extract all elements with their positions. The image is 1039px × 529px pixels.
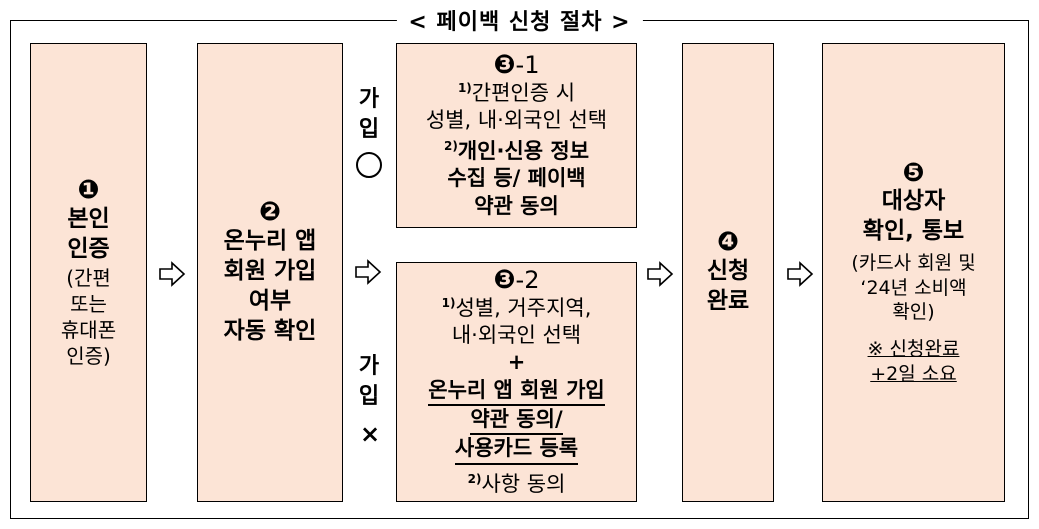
step-1-note-line2: 또는 [70, 291, 107, 316]
step-3-1-note1-line1: 간편인증 시 [471, 80, 576, 105]
step-5-note-line2: ‘24년 소비액 [860, 276, 967, 299]
step-5-remark-line1: ※ 신청완료 [867, 338, 960, 361]
step-3-2-suffix: -2 [515, 266, 540, 295]
step-2-line4: 자동 확인 [223, 317, 317, 344]
step-3-2-ul-line2: 약관 동의/ [470, 406, 563, 436]
step-4-line2: 완료 [706, 287, 750, 314]
step-5-line2: 확인, 통보 [862, 218, 965, 245]
branch-yes-label: 가 입 [354, 85, 384, 145]
branch-no-label: 가 입 [354, 352, 384, 412]
circle-mark-icon [356, 152, 382, 178]
step-5-note-line3: 확인) [892, 301, 935, 324]
step-1-number: ❶ [77, 175, 100, 206]
step-4-box: ❹ 신청 완료 [682, 43, 774, 502]
step-5-box: ❺ 대상자 확인, 통보 (카드사 회원 및 ‘24년 소비액 확인) ※ 신청… [822, 43, 1005, 502]
step-3-2-ul-line3: 사용카드 등록 [454, 435, 579, 465]
hollow-right-arrow-icon [354, 258, 382, 286]
diagram-title: < 페이백 신청 절차 > [396, 4, 643, 36]
step-2-box: ❷ 온누리 앱 회원 가입 여부 자동 확인 [197, 43, 343, 502]
step-2-line3: 여부 [248, 287, 292, 314]
step-1-note-line1: (간편 [66, 265, 111, 290]
step-3-2-number: ❸ [493, 265, 516, 296]
hollow-right-arrow-icon [158, 260, 186, 288]
branch-no-char2: 입 [358, 384, 380, 409]
step-4-number: ❹ [716, 227, 739, 258]
step-3-2-ul-line1: 온누리 앱 회원 가입 [428, 377, 605, 406]
step-3-1-note2-line1: 개인·신용 정보 [457, 139, 590, 164]
step-3-2-note1-line1: 성별, 거주지역, [455, 295, 592, 320]
step-1-note-line3: 휴대폰 [60, 317, 117, 342]
step-2-line1: 온누리 앱 [223, 228, 317, 255]
step-3-2-note1-sup: 1) [441, 295, 456, 310]
step-1-title-line1: 본인 [67, 205, 110, 232]
step-5-note-line1: (카드사 회원 및 [851, 251, 976, 274]
step-1-title-line2: 인증 [67, 235, 110, 262]
x-mark-icon: × [360, 420, 381, 448]
hollow-right-arrow-icon [786, 260, 814, 288]
step-2-line2: 회원 가입 [223, 257, 317, 284]
step-3-1-box: ❸-1 1)간편인증 시 성별, 내·외국인 선택 2)개인·신용 정보 수집 … [396, 43, 637, 228]
step-5-line1: 대상자 [881, 188, 946, 215]
step-5-remark-line2: +2일 소요 [870, 362, 957, 385]
step-3-2-note2-sup: 2) [467, 471, 482, 486]
step-4-line1: 신청 [706, 257, 750, 284]
branch-yes-char2: 입 [358, 117, 380, 142]
hollow-right-arrow-icon [646, 260, 674, 288]
step-3-2-plus: + [507, 350, 526, 375]
step-1-box: ❶ 본인 인증 (간편 또는 휴대폰 인증) [30, 43, 147, 502]
step-3-2-box: ❸-2 1)성별, 거주지역, 내·외국인 선택 + 온누리 앱 회원 가입 약… [396, 262, 637, 502]
step-3-1-note1-sup: 1) [457, 80, 472, 95]
step-3-1-note1-line2: 성별, 내·외국인 선택 [425, 107, 608, 132]
step-3-1-note2-line3: 약관 동의 [474, 193, 559, 218]
branch-no-char1: 가 [358, 354, 380, 379]
step-3-1-suffix: -1 [515, 50, 540, 79]
step-3-1-number: ❸ [493, 49, 516, 80]
step-3-1-note2-line2: 수집 등/ 페이백 [447, 166, 586, 191]
step-3-2-note1-line2: 내·외국인 선택 [451, 323, 582, 348]
step-2-number: ❷ [258, 197, 281, 228]
step-1-note-line4: 인증) [66, 343, 111, 368]
step-3-1-note2-sup: 2) [443, 139, 458, 154]
branch-yes-char1: 가 [358, 87, 380, 112]
step-5-number: ❺ [902, 157, 925, 188]
step-3-2-note2-line1: 사항 동의 [481, 471, 566, 496]
